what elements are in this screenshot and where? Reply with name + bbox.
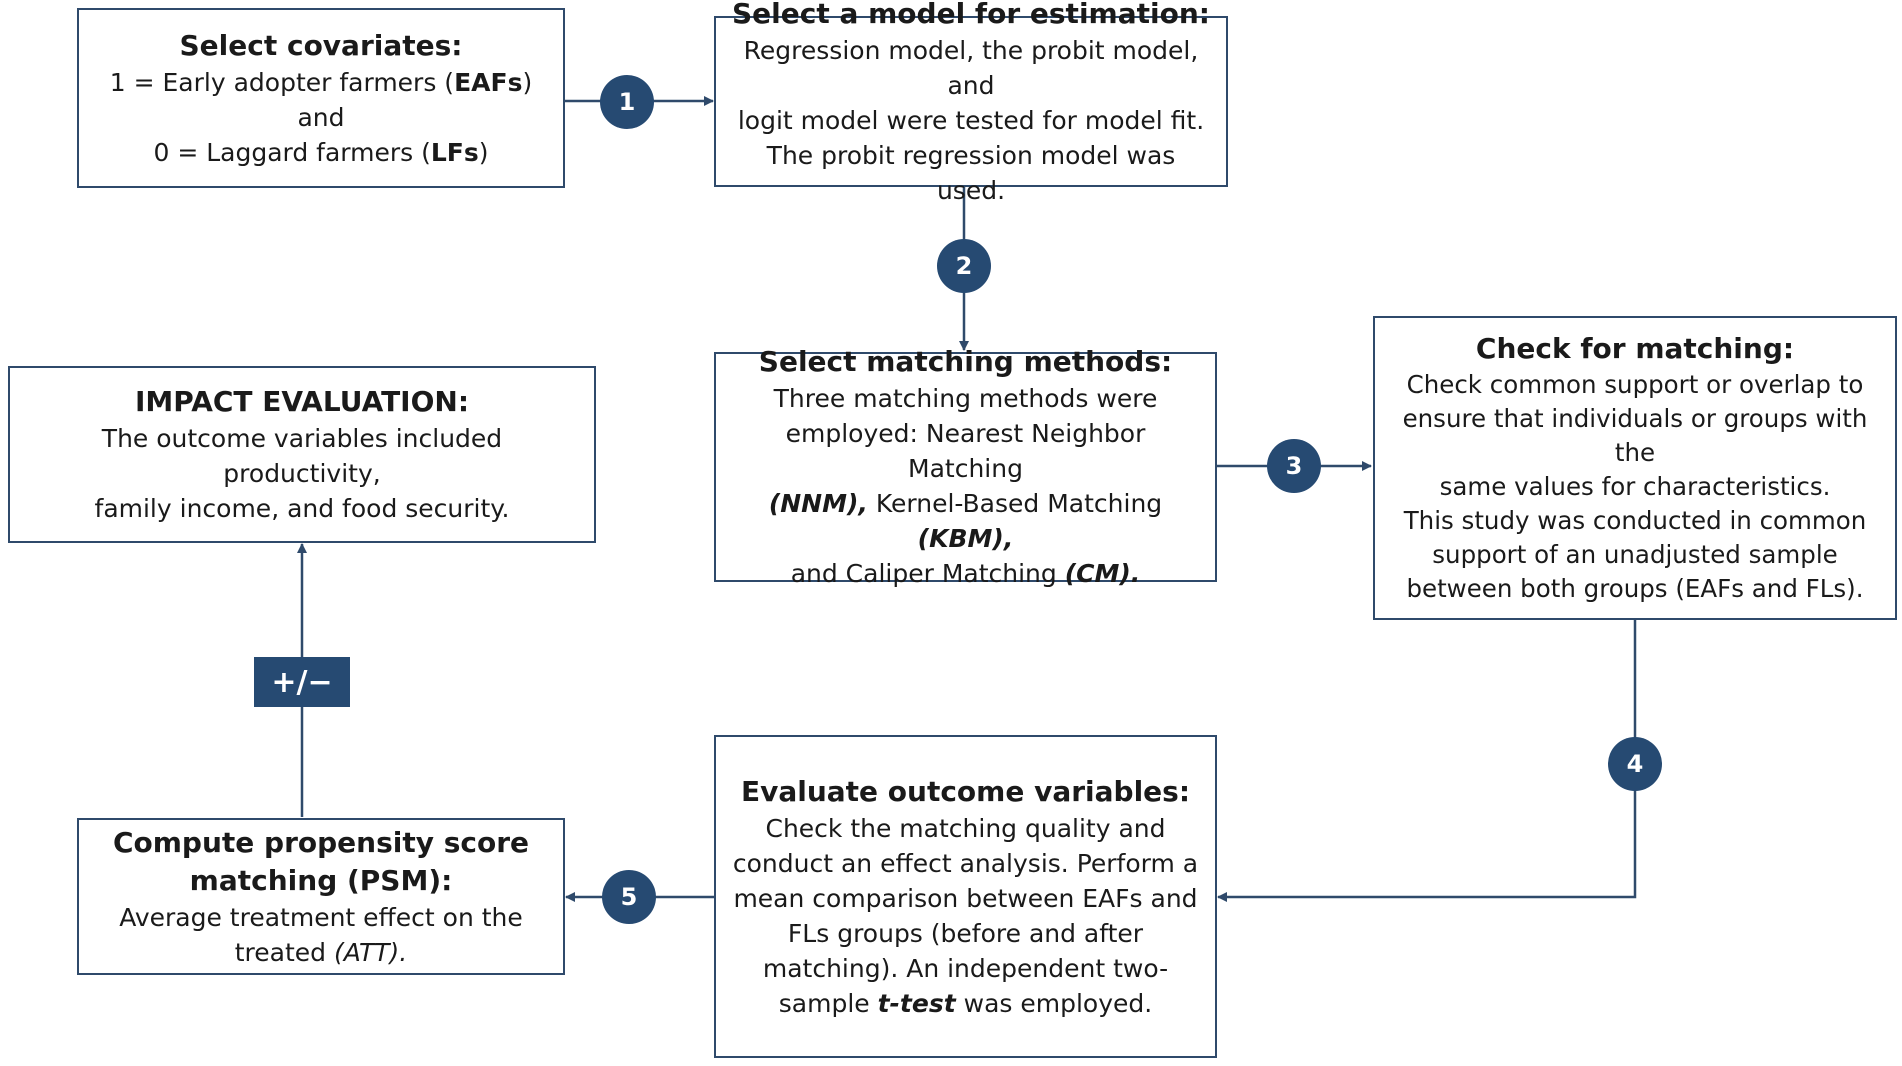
plus-minus-label: +/− [254,657,350,707]
box-impact-evaluation: IMPACT EVALUATION: The outcome variables… [8,366,596,543]
box-evaluate-outcome-variables: Evaluate outcome variables: Check the ma… [714,735,1217,1058]
box-text: Check common support or overlap to ensur… [1402,370,1868,603]
box-title: Select a model for estimation: [732,0,1210,30]
box-select-covariates: Select covariates: 1 = Early adopter far… [77,8,565,188]
box-compute-psm: Compute propensity score matching (PSM):… [77,818,565,975]
step-badge-3: 3 [1267,439,1321,493]
box-text: Average treatment effect on the treated … [119,902,523,967]
box-title: Select covariates: [179,28,463,62]
box-title: IMPACT EVALUATION: [134,385,470,418]
box-title: Compute propensity score matching (PSM): [112,825,530,897]
step-badge-2: 2 [937,239,991,293]
box-text: Check the matching quality and conduct a… [732,813,1199,1018]
box-text: 1 = Early adopter farmers (EAFs) and 0 =… [109,67,533,167]
box-text: Regression model, the probit model, and … [737,36,1205,205]
box-title: Check for matching: [1475,332,1795,365]
step-badge-1: 1 [600,75,654,129]
box-text: The outcome variables included productiv… [94,424,510,523]
box-text: Three matching methods were employed: Ne… [768,384,1163,588]
box-check-matching: Check for matching: Check common support… [1373,316,1897,620]
box-select-matching-methods: Select matching methods: Three matching … [714,345,1217,588]
box-title: Select matching methods: [758,345,1173,378]
box-title: Evaluate outcome variables: [740,774,1191,808]
arrow-4 [1217,620,1637,902]
step-badge-4: 4 [1608,737,1662,791]
box-select-model: Select a model for estimation: Regressio… [714,0,1228,205]
step-badge-5: 5 [602,870,656,924]
